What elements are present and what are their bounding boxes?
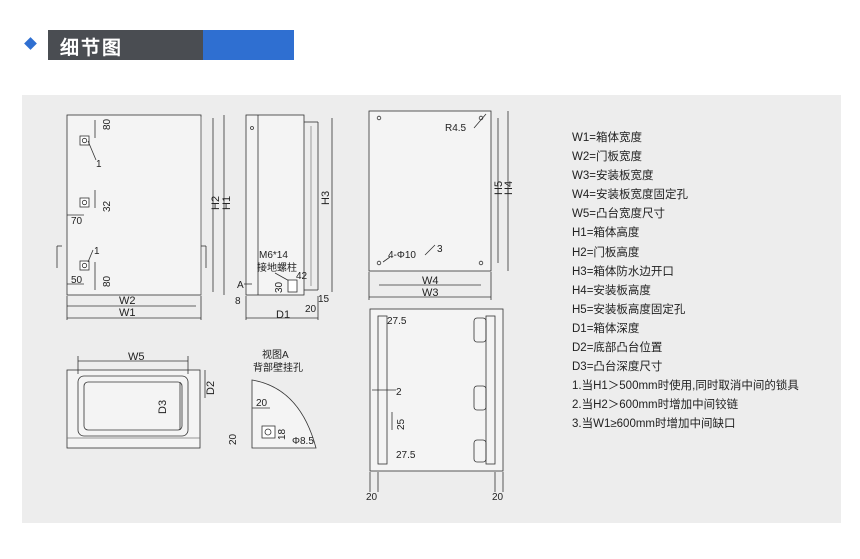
hinge-bottom: [79, 260, 90, 271]
dim-42: 42: [296, 271, 308, 282]
side-body-outline: [245, 114, 305, 296]
dim-50: 50: [71, 275, 83, 286]
legend: W1=箱体宽度 W2=门板宽度 W3=安装板宽度 W4=安装板宽度固定孔 W5=凸台宽度…: [572, 129, 799, 435]
hinge-top: [79, 135, 90, 146]
dim-W4: W4: [422, 275, 439, 287]
legend-item: W2=门板宽度: [572, 151, 642, 164]
section-title: 细节图: [60, 37, 124, 59]
dim-W5: W5: [128, 351, 145, 363]
legend-item: W4=安装板宽度固定孔: [572, 189, 688, 202]
dim-27-5-bottom: 27.5: [396, 450, 416, 461]
dim-3: 3: [437, 244, 443, 255]
legend-item: H1=箱体高度: [572, 227, 640, 240]
dim-1-top: 1: [96, 159, 102, 170]
legend-item: D3=凸台深度尺寸: [572, 361, 663, 374]
dim-D3: D3: [157, 400, 169, 414]
legend-item: H2=门板高度: [572, 246, 640, 259]
view-A-marker: A: [237, 280, 244, 291]
dim-20-side: 20: [305, 304, 317, 315]
dim-80-bottom: 80: [102, 275, 113, 287]
legend-item: W3=安装板宽度: [572, 170, 654, 183]
hinge-middle: [79, 197, 90, 208]
dim-H3: H3: [320, 191, 332, 205]
legend-item: D1=箱体深度: [572, 322, 640, 335]
side-view: H3 M6*14 接地螺柱 A 42 30 8 D1 15 20: [235, 114, 333, 321]
dim-2: 2: [396, 387, 402, 398]
dim-70: 70: [71, 216, 83, 227]
dim-D1: D1: [276, 309, 290, 321]
legend-item: 2.当H2＞600mm时增加中间铰链: [572, 399, 739, 412]
dim-8: 8: [235, 296, 241, 307]
dim-20-viewA-side: 20: [228, 433, 239, 445]
dim-20-back-right: 20: [492, 492, 504, 503]
title-bar: 细节图: [48, 30, 294, 60]
ground-label: 接地螺柱: [257, 261, 297, 274]
dim-H1: H1: [221, 196, 233, 210]
dim-30: 30: [274, 281, 285, 293]
mounting-plate-outline: [368, 110, 492, 272]
legend-item: D2=底部凸台位置: [572, 342, 663, 355]
legend-item: H5=安装板高度固定孔: [572, 303, 686, 316]
dim-W2: W2: [119, 295, 136, 307]
legend-item: W5=凸台宽度尺寸: [572, 208, 665, 221]
dim-H2: H2: [210, 196, 222, 210]
mounting-plate-view: R4.5 H5 H4 4-Φ10 3 W4 W3: [368, 110, 515, 300]
dim-20-viewA-top: 20: [256, 398, 268, 409]
top-body-outline: [66, 369, 201, 449]
legend-item: 1.当H1＞500mm时使用,同时取消中间的锁具: [572, 380, 799, 393]
dim-18: 18: [277, 428, 288, 440]
dim-phi85: Φ8.5: [292, 436, 314, 447]
top-view: W5 D2 D3: [66, 351, 217, 449]
dim-W3: W3: [422, 287, 439, 299]
dim-1-bottom: 1: [94, 246, 100, 257]
dim-15: 15: [318, 294, 330, 305]
dim-25: 25: [396, 418, 407, 430]
dim-R45: R4.5: [445, 123, 467, 134]
hang-hole-title: 背部壁挂孔: [253, 361, 303, 374]
dim-27-5-top: 27.5: [387, 316, 407, 327]
legend-item: 3.当W1≥600mm时增加中间缺口: [572, 418, 736, 431]
legend-item: H4=安装板高度: [572, 284, 651, 297]
legend-item: W1=箱体宽度: [572, 132, 642, 144]
dim-phi10: 4-Φ10: [388, 250, 416, 261]
dim-D2: D2: [205, 381, 217, 395]
dim-H5: H5: [493, 181, 505, 195]
section-header: 细节图: [24, 30, 294, 60]
view-A-title: 视图A: [262, 348, 289, 361]
boss-outline: [77, 375, 189, 437]
front-view: 80 1 70 32 1 50 80 W2 W1 H2 H1: [56, 114, 233, 320]
dim-20-back-left: 20: [366, 492, 378, 503]
legend-item: H3=箱体防水边开口: [572, 265, 674, 278]
dim-32: 32: [102, 200, 113, 212]
back-view: 27.5 2 25 27.5 20 20: [366, 308, 504, 503]
view-A-detail: 视图A 背部壁挂孔 20 18 20 Φ8.5: [228, 348, 317, 449]
dim-W1: W1: [119, 307, 136, 319]
ground-spec: M6*14: [259, 250, 288, 261]
dim-H4: H4: [503, 181, 515, 195]
dim-80-top: 80: [102, 118, 113, 130]
